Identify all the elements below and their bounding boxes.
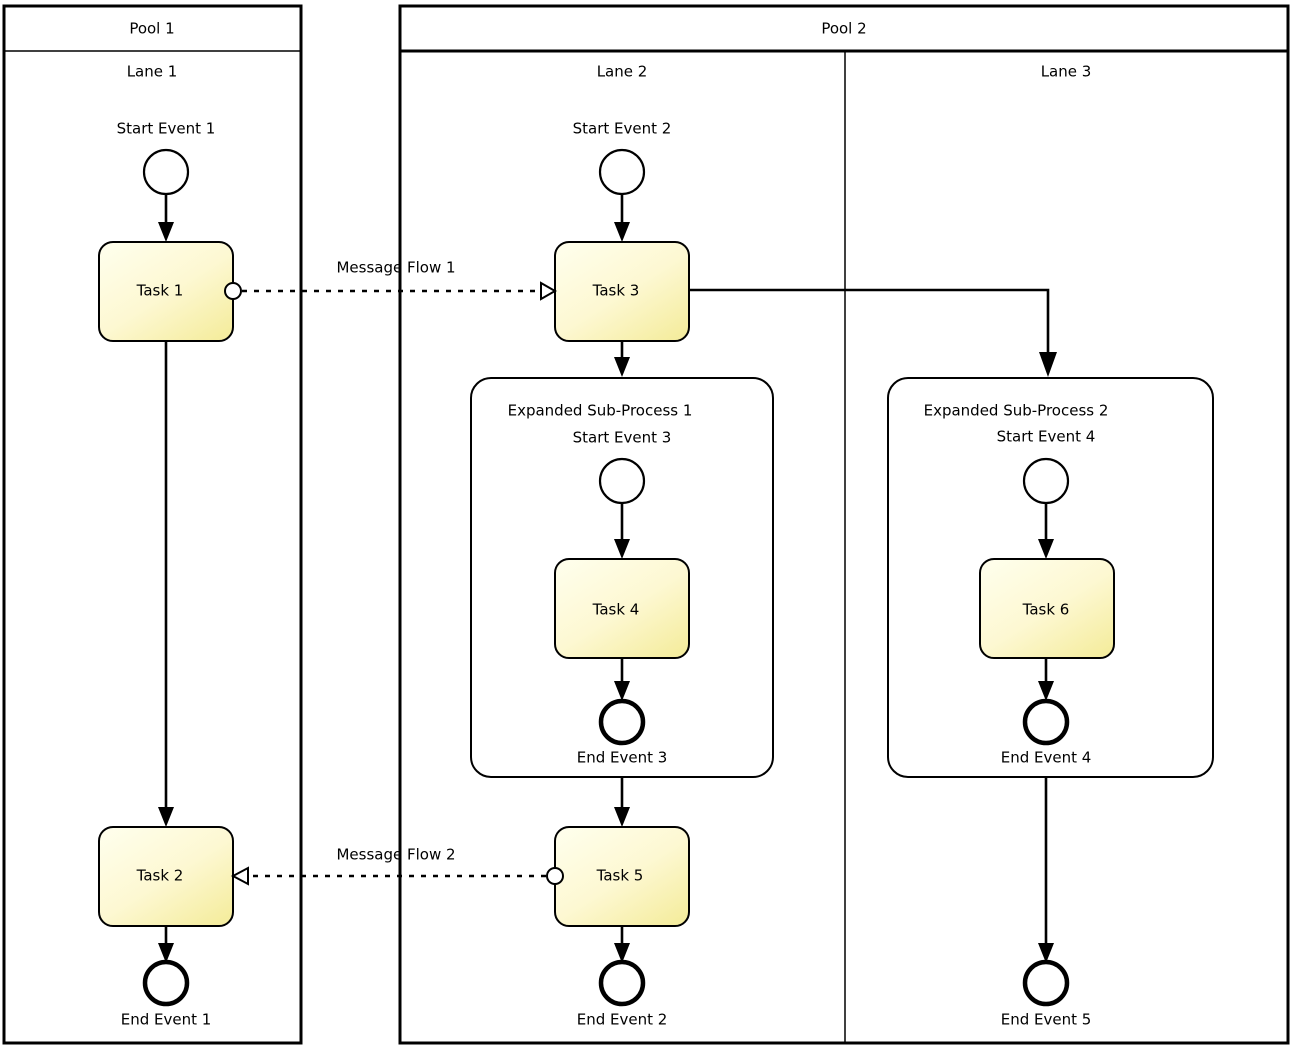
start-event-1-label: Start Event 1	[117, 120, 216, 138]
start-event-4-label: Start Event 4	[997, 428, 1096, 446]
pool-2-label: Pool 2	[821, 20, 866, 38]
end-event-5-label: End Event 5	[1001, 1011, 1092, 1029]
message-flow-1-label: Message Flow 1	[336, 259, 455, 277]
start-event-1-icon[interactable]	[142, 148, 190, 196]
flow-task1-task2-arrowhead	[158, 807, 174, 827]
pool-1-frame	[2, 4, 303, 1045]
end-event-4-label: End Event 4	[1001, 749, 1092, 767]
pool-2[interactable]: Pool 2 Lane 2 Lane 3	[398, 4, 1290, 1045]
lane-3-label: Lane 3	[1041, 63, 1092, 81]
task-3-label: Task 3	[592, 282, 640, 300]
end-event-5-icon[interactable]	[1022, 959, 1070, 1007]
flow-start4-task6-arrowhead	[1038, 539, 1054, 559]
task-4-label: Task 4	[592, 601, 640, 619]
lane-2-label: Lane 2	[597, 63, 648, 81]
subprocess-2-label: Expanded Sub-Process 2	[924, 402, 1109, 420]
flow-task3-subprocess2	[689, 288, 1050, 357]
end-event-4-icon[interactable]	[1022, 698, 1070, 746]
end-event-2-icon[interactable]	[598, 959, 646, 1007]
end-event-1-label: End Event 1	[121, 1011, 212, 1029]
message-flow-1-arrowhead	[540, 281, 558, 301]
flow-task4-end3-arrowhead	[614, 681, 630, 701]
flow-task5-end2-arrowhead	[614, 943, 630, 963]
flow-start3-task4-arrowhead	[614, 539, 630, 559]
lane-1-content: Start Event 1 Task 1 Task 2 End Event 1	[98, 120, 234, 1029]
end-event-3-label: End Event 3	[577, 749, 668, 767]
message-flow-1-source-endpoint	[224, 282, 242, 300]
start-event-2-label: Start Event 2	[573, 120, 672, 138]
flow-subprocess2-end5-arrowhead	[1038, 943, 1054, 963]
subprocess-1-label: Expanded Sub-Process 1	[508, 402, 693, 420]
flow-start2-task3-arrowhead	[614, 222, 630, 242]
task-5-label: Task 5	[596, 867, 644, 885]
lane-2-content: Start Event 2 Task 3 Expanded Sub-Proces…	[470, 120, 774, 1029]
flow-subprocess1-task5-arrowhead	[614, 807, 630, 827]
message-flow-2-arrowhead	[230, 866, 249, 886]
pool-1[interactable]: Pool 1 Lane 1	[2, 4, 303, 1045]
message-flow-1[interactable]: Message Flow 1	[224, 259, 558, 301]
pool-1-label: Pool 1	[129, 20, 174, 38]
end-event-1-icon[interactable]	[142, 959, 190, 1007]
task-6-label: Task 6	[1022, 601, 1070, 619]
end-event-2-label: End Event 2	[577, 1011, 668, 1029]
flow-task6-end4-arrowhead	[1038, 681, 1054, 701]
start-event-3-icon[interactable]	[598, 457, 646, 505]
flow-task3-subprocess1-arrowhead	[614, 357, 630, 377]
flow-task3-subprocess2-arrowhead	[1039, 352, 1057, 377]
message-flow-2-source-endpoint	[546, 867, 564, 885]
flow-start1-task1-arrowhead	[158, 222, 174, 242]
flow-task2-end1-arrowhead	[158, 943, 174, 963]
message-flow-2-label: Message Flow 2	[336, 846, 455, 864]
lane-1-label: Lane 1	[127, 63, 178, 81]
task-2-label: Task 2	[136, 867, 184, 885]
start-event-3-label: Start Event 3	[573, 429, 672, 447]
message-flow-2[interactable]: Message Flow 2	[230, 846, 564, 886]
task-1-label: Task 1	[136, 282, 184, 300]
pool-2-frame	[398, 4, 1290, 1045]
end-event-3-icon[interactable]	[598, 698, 646, 746]
lane-3-content: Expanded Sub-Process 2 Start Event 4 Tas…	[689, 288, 1214, 1029]
start-event-4-icon[interactable]	[1022, 457, 1070, 505]
start-event-2-icon[interactable]	[598, 148, 646, 196]
